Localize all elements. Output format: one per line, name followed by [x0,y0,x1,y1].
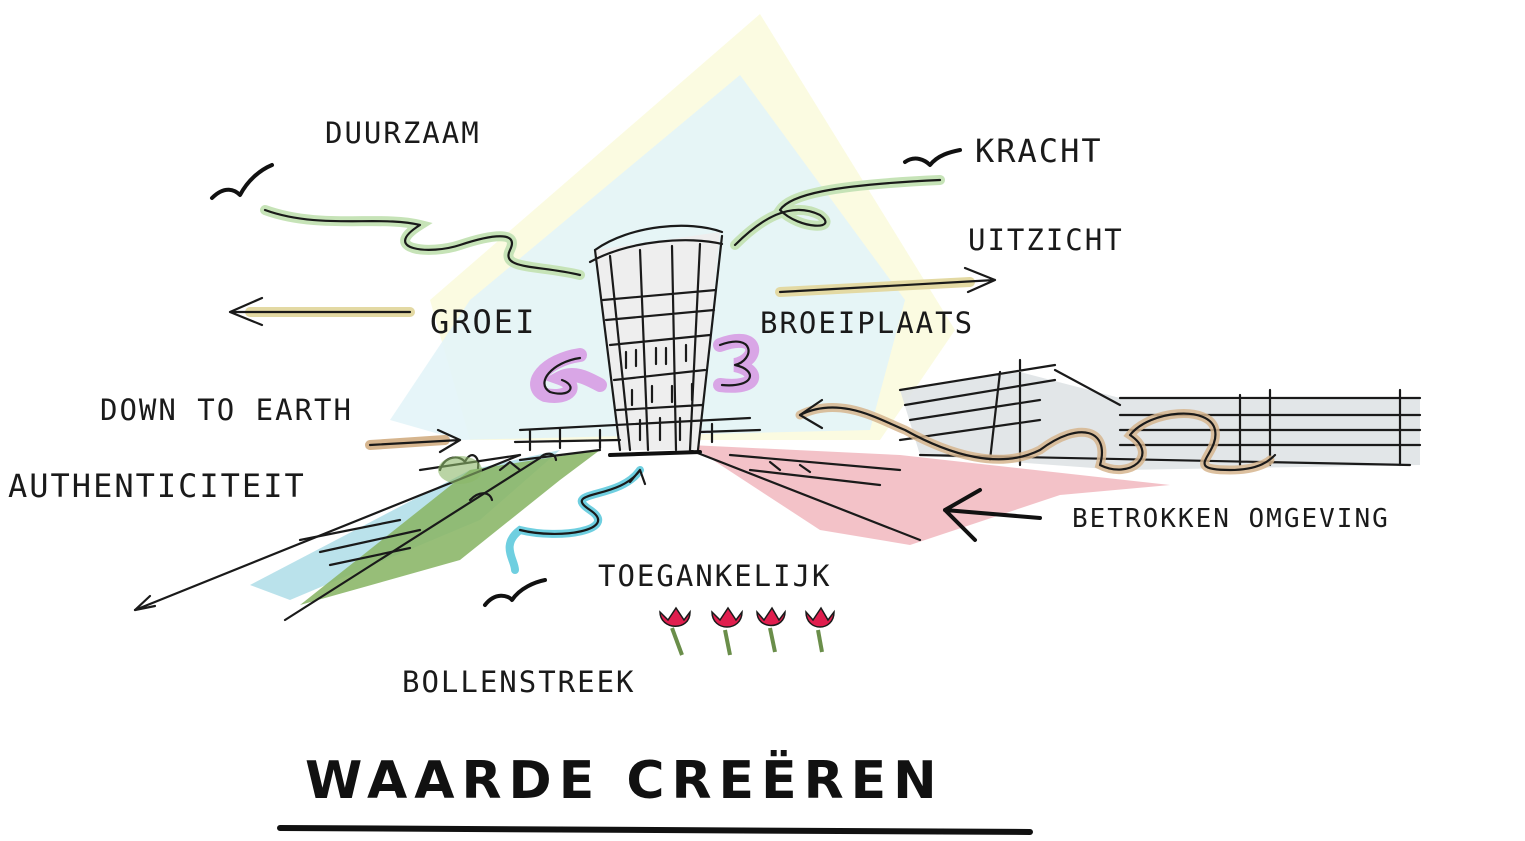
tulips [659,606,835,656]
arrow-icon [775,266,997,297]
label-duurzaam: DUURZAAM [325,116,481,150]
tulip-icon [659,606,691,656]
building-icon [795,358,1422,475]
path-right [688,448,922,542]
arrow-icon [943,488,1042,542]
label-uitzicht: UITZICHT [968,223,1124,257]
label-down-to-earth: DOWN TO EARTH [100,393,353,427]
bird-icon [903,148,962,167]
shrubs [438,452,558,502]
arrows [228,266,1042,542]
tower-windows [624,343,694,442]
page-title: WAARDE CREËREN [305,750,944,811]
arrow-icon [228,296,415,327]
tower-icon [513,224,762,457]
tulip-icon [711,606,743,656]
birds [210,148,962,607]
green-field [300,450,600,605]
bird-icon [210,163,274,200]
swirls [260,175,945,574]
label-kracht: KRACHT [975,132,1103,170]
label-toegankelijk: TOEGANKELIJK [598,559,832,593]
tulip-icon [805,606,835,653]
title-underline [277,825,1033,835]
bird-icon [483,578,547,607]
label-groei: GROEI [430,303,536,341]
title-block: WAARDE CREËREN [277,750,1033,835]
arrow-icon [365,428,462,454]
tower-base [513,416,762,452]
label-bollenstreek: BOLLENSTREEK [402,665,636,699]
label-broeiplaats: BROEIPLAATS [760,306,974,340]
ground [133,445,1170,622]
arrow-left-head [133,594,157,612]
path-left-2 [283,456,542,622]
labels: DUURZAAM KRACHT UITZICHT GROEI BROEIPLAA… [8,116,1390,699]
label-betrokken-omgeving: BETROKKEN OMGEVING [1072,504,1390,534]
tower-foot [608,450,702,457]
label-authenticiteit: AUTHENTICITEIT [8,467,306,505]
pink-field [690,445,1170,545]
tulip-icon [756,606,786,653]
